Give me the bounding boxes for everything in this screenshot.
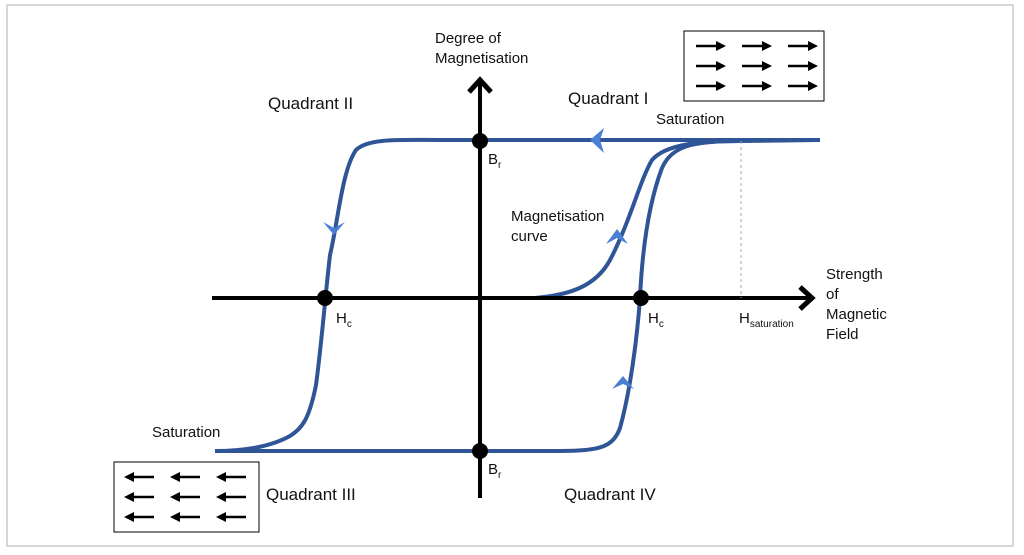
aligned-domains-box [683, 30, 825, 102]
quadrant-4-label: Quadrant IV [564, 485, 656, 504]
br-top-point [472, 133, 488, 149]
br-top-label: Br [488, 151, 502, 171]
hc-left-point [317, 290, 333, 306]
arrow-right-up-icon [612, 376, 634, 389]
y-axis-label-line2: Magnetisation [435, 50, 528, 67]
x-axis-label-line1: Strength [826, 266, 883, 283]
br-bottom-point [472, 443, 488, 459]
magnetisation-curve [534, 139, 741, 300]
magnetisation-curve-label-line1: Magnetisation [511, 208, 604, 225]
x-axis-arrow-icon [798, 285, 816, 311]
saturation-top-label: Saturation [656, 111, 724, 128]
saturation-bottom-label: Saturation [152, 424, 220, 441]
hc-right-point [633, 290, 649, 306]
y-axis-arrow-icon [467, 76, 493, 94]
arrow-top-left-icon [590, 128, 604, 153]
quadrant-2-label: Quadrant II [268, 94, 353, 113]
reversed-domains-box [113, 461, 260, 533]
quadrant-3-label: Quadrant III [266, 485, 356, 504]
x-axis-label-line2: of [826, 286, 839, 303]
hysteresis-loop-upper-branch [215, 138, 821, 453]
y-axis-label-line1: Degree of [435, 30, 502, 47]
br-bottom-label: Br [488, 461, 502, 481]
magnetisation-curve-label-line2: curve [511, 228, 548, 245]
arrow-left-down-icon [323, 222, 345, 235]
right-arrow-icon [696, 41, 818, 91]
x-axis-label-line3: Magnetic [826, 306, 887, 323]
x-axis-label-line4: Field [826, 326, 859, 343]
arrow-curve-up-icon [606, 229, 628, 244]
left-arrow-icon [124, 472, 246, 522]
quadrant-1-label: Quadrant I [568, 89, 648, 108]
hc-right-label: Hc [648, 310, 664, 330]
hc-left-label: Hc [336, 310, 352, 330]
diagram-frame [6, 4, 1014, 547]
hysteresis-loop-lower-branch [214, 137, 820, 453]
h-saturation-label: Hsaturation [739, 310, 794, 330]
